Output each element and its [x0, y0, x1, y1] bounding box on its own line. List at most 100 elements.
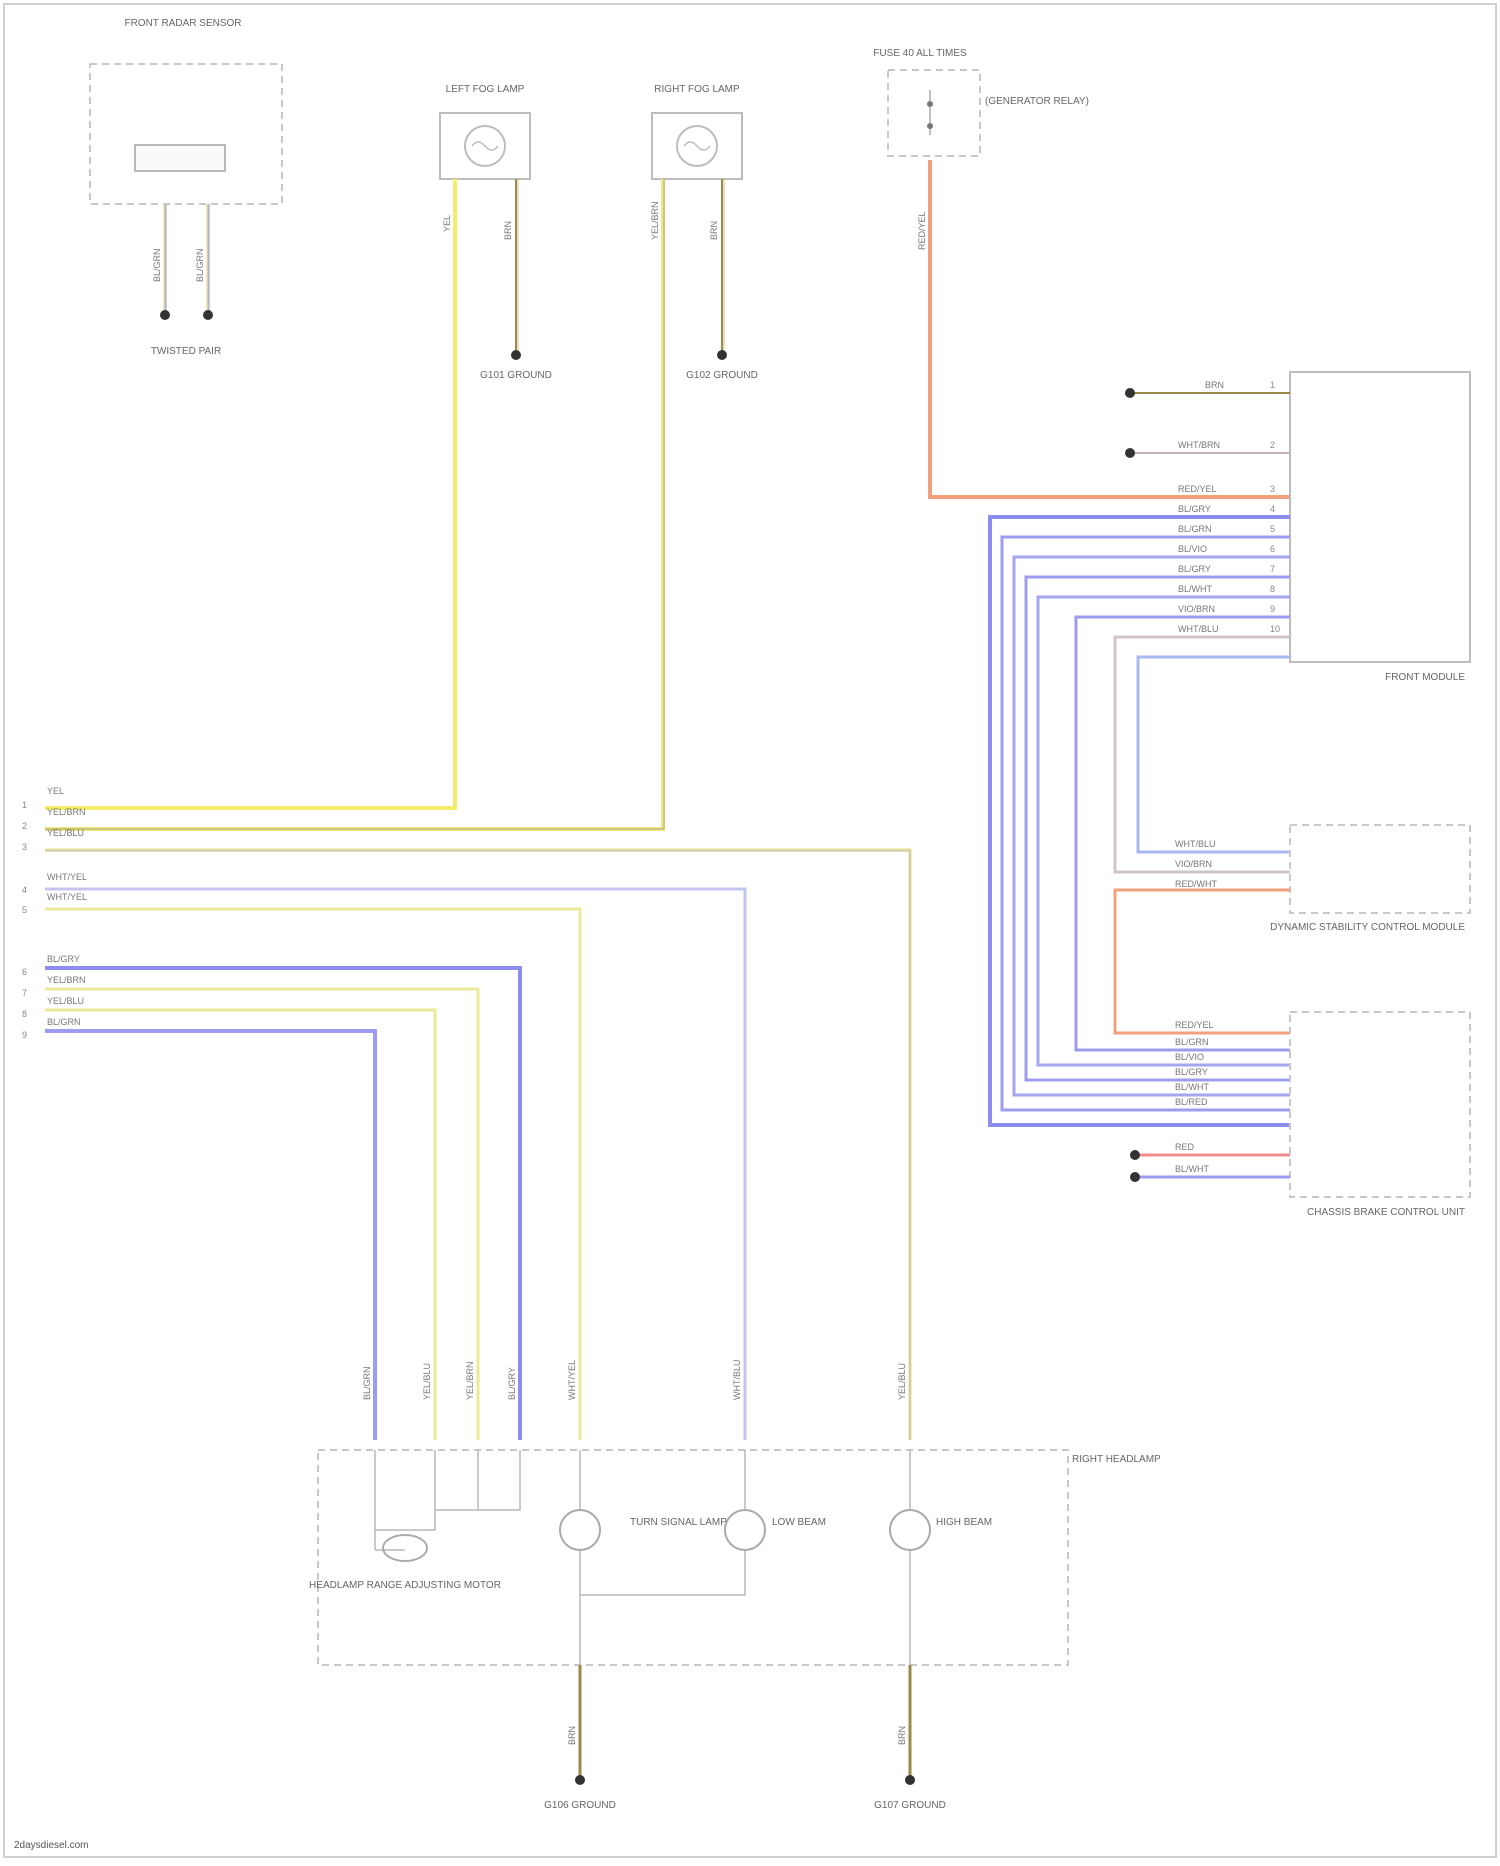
headlamp-assembly: RIGHT HEADLAMP BL/GRN YEL/BLU YEL/BRN BL… [309, 1360, 1161, 1666]
module-pin-6: 6 [1270, 544, 1275, 554]
shield-node-2 [203, 310, 213, 320]
relay-note: (GENERATOR RELAY) [985, 96, 1089, 107]
wire-label-fogr-1: YEL/BRN [650, 201, 660, 240]
fuse-wire: RED/YEL [917, 160, 1290, 497]
module-wire-9: VIO/BRN [1178, 604, 1215, 614]
shield-label: TWISTED PAIR [151, 346, 221, 357]
module-wire-8: BL/WHT [1178, 584, 1213, 594]
brake-wire-1: RED/YEL [1175, 1020, 1214, 1030]
brake-wire-8: BL/WHT [1175, 1164, 1210, 1174]
left-fog-lamp: LEFT FOG LAMP [440, 84, 530, 179]
left-pin-4: 4 [22, 885, 27, 895]
stability-module: DYNAMIC STABILITY CONTROL MODULE WHT/BLU… [1115, 825, 1470, 1033]
left-wire-3: YEL/BLU [47, 828, 84, 838]
left-pin-5: 5 [22, 905, 27, 915]
module-pin-10: 10 [1270, 624, 1280, 634]
brake-wire-5: BL/WHT [1175, 1082, 1210, 1092]
wire-label-fogl-1: YEL [442, 215, 452, 232]
hl-wire-6: WHT/BLU [732, 1360, 742, 1401]
left-wire-8: YEL/BLU [47, 996, 84, 1006]
stab-wire-1: WHT/BLU [1175, 839, 1216, 849]
left-pin-7: 7 [22, 988, 27, 998]
brake-wire-4: BL/GRY [1175, 1067, 1208, 1077]
left-wire-1: YEL [47, 786, 64, 796]
brake-module-box [1290, 1012, 1470, 1197]
brake-wire-3: BL/VIO [1175, 1052, 1204, 1062]
module-wire-2: WHT/BRN [1178, 440, 1220, 450]
left-fog-wires: YEL BRN G101 GROUND [45, 179, 552, 808]
ground-left-label: G101 GROUND [480, 370, 552, 381]
bottom-ground-2: G107 GROUND [874, 1800, 946, 1811]
hl-wire-7: YEL/BLU [897, 1363, 907, 1400]
ground-right-node [717, 350, 727, 360]
module-pin-2: 2 [1270, 440, 1275, 450]
low-beam-bulb-icon [725, 1510, 765, 1550]
module-pin-4: 4 [1270, 504, 1275, 514]
headlamp-label: RIGHT HEADLAMP [1072, 1454, 1161, 1465]
stability-module-box [1290, 825, 1470, 913]
module-wire-4: BL/GRY [1178, 504, 1211, 514]
right-fog-lamp-label: RIGHT FOG LAMP [654, 84, 740, 95]
left-wire-4: WHT/YEL [47, 872, 87, 882]
radar-sensor-element [135, 145, 225, 171]
headlamp-motor-icon [383, 1535, 427, 1561]
brake-wire-2: BL/GRN [1175, 1037, 1209, 1047]
module-wire-10: WHT/BLU [1178, 624, 1219, 634]
radar-sensor: FRONT RADAR SENSOR [90, 18, 282, 204]
hl-wire-4: BL/GRY [507, 1367, 517, 1400]
module-pin-9: 9 [1270, 604, 1275, 614]
module-pin-3: 3 [1270, 484, 1275, 494]
module-pin-1: 1 [1270, 380, 1275, 390]
front-module-label: FRONT MODULE [1385, 672, 1465, 683]
brake-wire-6: BL/RED [1175, 1097, 1208, 1107]
turn-lamp-bulb-icon [560, 1510, 600, 1550]
brake-module-label: CHASSIS BRAKE CONTROL UNIT [1307, 1207, 1465, 1218]
hl-wire-3: YEL/BRN [465, 1361, 475, 1400]
front-module-box [1290, 372, 1470, 662]
right-fog-lamp: RIGHT FOG LAMP [652, 84, 742, 179]
wire-label-sensor-1: BL/GRN [152, 248, 162, 282]
stability-module-label: DYNAMIC STABILITY CONTROL MODULE [1270, 922, 1465, 933]
wire-label-fuse: RED/YEL [917, 211, 927, 250]
headlamp-box [318, 1450, 1068, 1665]
ground-right-label: G102 GROUND [686, 370, 758, 381]
gnd-wire-2: BRN [897, 1726, 907, 1745]
module-wire-7: BL/GRY [1178, 564, 1211, 574]
wire-label-fogr-2: BRN [709, 221, 719, 240]
left-pin-3: 3 [22, 842, 27, 852]
left-wire-2: YEL/BRN [47, 807, 86, 817]
stab-wire-2: VIO/BRN [1175, 859, 1212, 869]
turn-lamp-label: TURN SIGNAL LAMP [630, 1517, 727, 1528]
wire-label-sensor-2: BL/GRN [195, 248, 205, 282]
fuse-label: FUSE 40 ALL TIMES [873, 48, 967, 59]
left-wire-9: BL/GRN [47, 1017, 81, 1027]
low-beam-label: LOW BEAM [772, 1517, 826, 1528]
headlamp-ground-wires: BRN BRN G106 GROUND G107 GROUND [544, 1665, 946, 1811]
high-beam-bulb-icon [890, 1510, 930, 1550]
hl-wire-5: WHT/YEL [567, 1360, 577, 1400]
radar-sensor-wires: BL/GRN BL/GRN TWISTED PAIR [151, 204, 221, 357]
left-pin-8: 8 [22, 1009, 27, 1019]
hl-wire-1: BL/GRN [362, 1366, 372, 1400]
gnd-wire-1: BRN [567, 1726, 577, 1745]
module-pin-8: 8 [1270, 584, 1275, 594]
ground-left-node [511, 350, 521, 360]
wire-label-fogl-2: BRN [503, 221, 513, 240]
left-wire-7: YEL/BRN [47, 975, 86, 985]
brake-module: CHASSIS BRAKE CONTROL UNIT RED/YEL BL/GR… [1130, 1012, 1470, 1218]
module-wire-5: BL/GRN [1178, 524, 1212, 534]
radar-sensor-label: FRONT RADAR SENSOR [124, 18, 241, 29]
front-module: FRONT MODULE [1290, 372, 1470, 683]
left-pin-2: 2 [22, 821, 27, 831]
left-pin-9: 9 [22, 1030, 27, 1040]
left-wire-6: BL/GRY [47, 954, 80, 964]
module-pin-7: 7 [1270, 564, 1275, 574]
shield-node-1 [160, 310, 170, 320]
module-pin-5: 5 [1270, 524, 1275, 534]
module-wire-6: BL/VIO [1178, 544, 1207, 554]
left-wire-5: WHT/YEL [47, 892, 87, 902]
bottom-ground-1: G106 GROUND [544, 1800, 616, 1811]
module-wire-3: RED/YEL [1178, 484, 1217, 494]
